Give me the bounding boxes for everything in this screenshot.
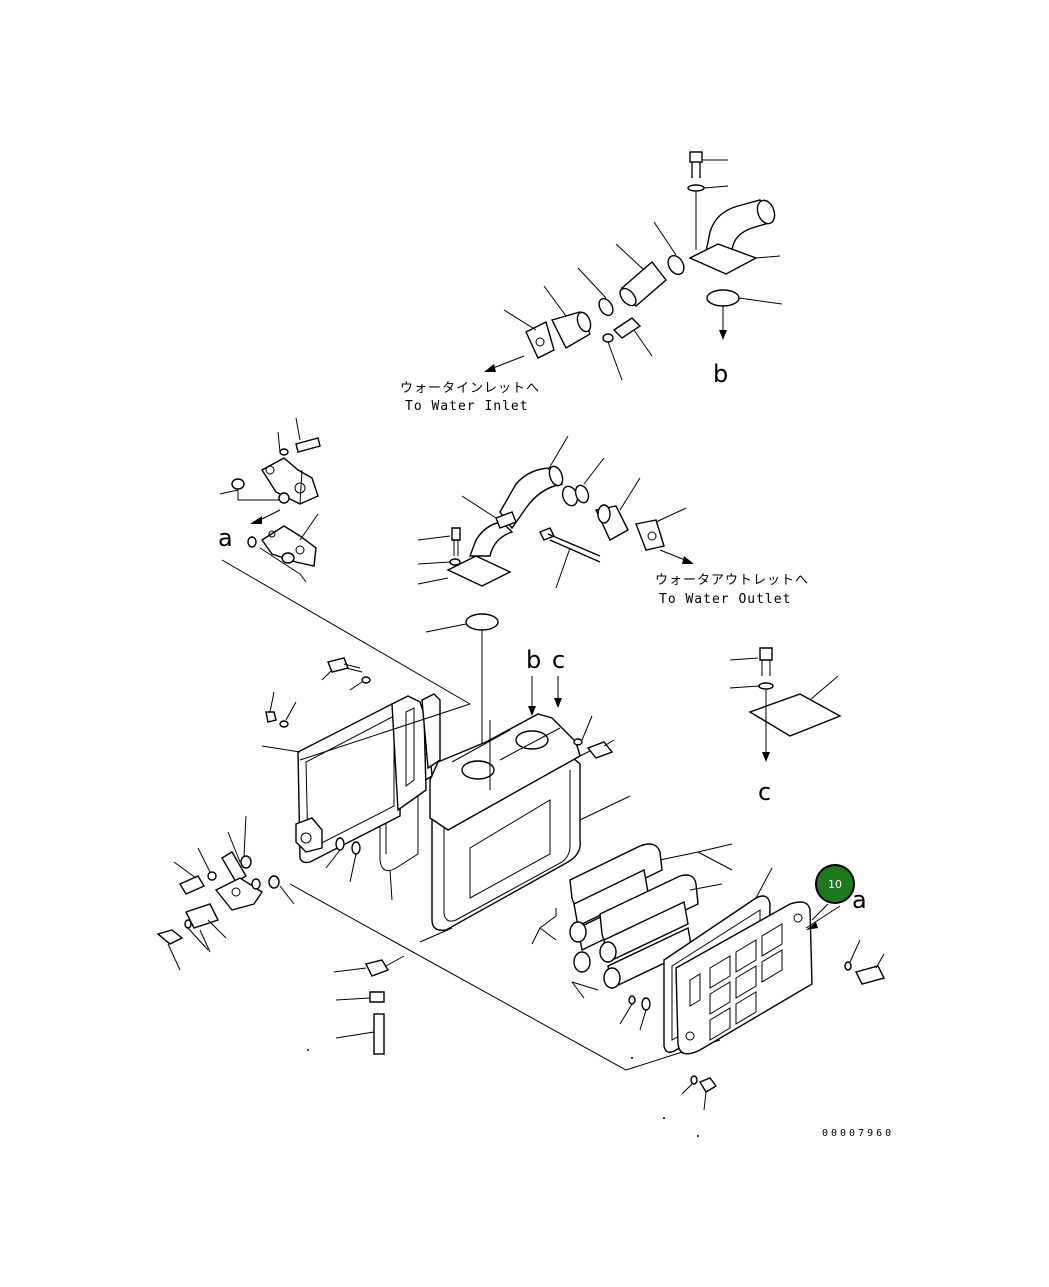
inlet-elbow	[688, 199, 781, 275]
callout-10[interactable]: 10	[811, 864, 855, 921]
washer-top	[687, 184, 705, 192]
hose-clamp	[653, 221, 685, 276]
ref-a-left: a	[218, 524, 233, 552]
left-end-cover	[221, 559, 471, 883]
ref-c-right: c	[758, 778, 771, 806]
water-inlet-label-jp: ウォータインレットへ	[400, 381, 540, 396]
inlet-bolt	[602, 317, 653, 381]
outlet-pipe-assembly	[417, 435, 694, 589]
housing-bolts	[573, 715, 615, 759]
inlet-gasket	[503, 309, 555, 359]
cover-plate	[729, 647, 842, 762]
gasket-inlet	[706, 289, 740, 307]
ref-c-mid: c	[552, 646, 565, 674]
water-outlet-label-en: To Water Outlet	[659, 592, 791, 607]
dot	[663, 1117, 665, 1119]
ref-a-right: a	[852, 886, 867, 914]
dot	[631, 1057, 633, 1059]
left-flange-group	[219, 417, 321, 583]
gasket-outlet	[465, 613, 499, 631]
callout-number[interactable]: 10	[828, 878, 842, 891]
dot	[697, 1135, 699, 1137]
cooler-cores	[531, 843, 733, 1031]
callout-circle[interactable]	[815, 864, 855, 904]
bolt-top	[689, 151, 728, 178]
inlet-connector	[543, 285, 592, 349]
sensor-parts	[333, 927, 453, 1055]
right-end-cover	[663, 867, 886, 1111]
dot	[307, 1049, 309, 1051]
inlet-pipe-assembly	[484, 151, 783, 381]
hose	[615, 243, 667, 308]
hose-clamp-2	[577, 267, 614, 317]
ref-b-top: b	[713, 360, 728, 388]
water-outlet-label-jp: ウォータアウトレットへ	[655, 573, 809, 588]
ref-b-mid: b	[526, 646, 541, 674]
drawing-code: 00007960	[822, 1128, 894, 1139]
water-inlet-label-en: To Water Inlet	[405, 399, 529, 414]
